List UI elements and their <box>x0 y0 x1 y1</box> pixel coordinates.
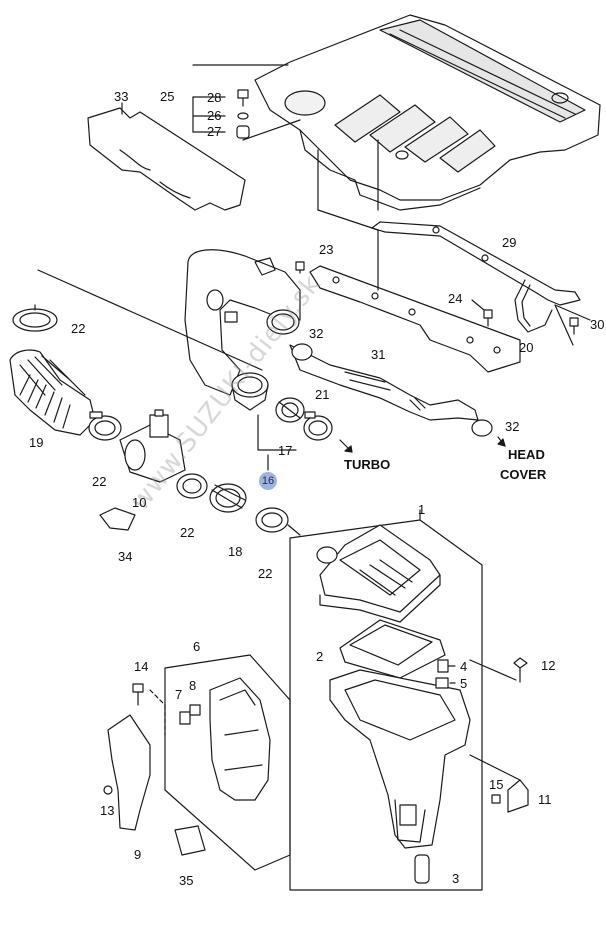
callout-29: 29 <box>502 235 517 250</box>
callout-12: 12 <box>541 658 556 673</box>
callout-21: 21 <box>315 387 330 402</box>
clip-34 <box>99 507 136 531</box>
callout-34: 34 <box>118 549 133 564</box>
callout-13: 13 <box>100 803 115 818</box>
callout-17: 17 <box>278 443 293 458</box>
callout-25: 25 <box>160 89 175 104</box>
callout-32-b: 32 <box>505 419 520 434</box>
callout-20: 20 <box>519 340 534 355</box>
drain-3 <box>414 854 430 884</box>
callout-26: 26 <box>207 108 222 123</box>
callout-24: 24 <box>448 291 463 306</box>
engine-cover <box>254 14 601 211</box>
callout-4: 4 <box>460 659 468 674</box>
callout-31: 31 <box>371 347 386 362</box>
callout-18: 18 <box>228 544 243 559</box>
cover-pad <box>87 107 246 211</box>
callout-15: 15 <box>489 777 504 792</box>
hose-31 <box>289 344 479 421</box>
callout-5: 5 <box>460 676 468 691</box>
callout-10: 10 <box>132 495 147 510</box>
callout-28: 28 <box>207 90 222 105</box>
bracket-9 <box>107 714 151 831</box>
callout-9: 9 <box>134 847 142 862</box>
callout-27: 27 <box>207 124 222 139</box>
intake-duct <box>184 249 301 396</box>
callout-22-c: 22 <box>180 525 195 540</box>
callout-2: 2 <box>316 649 324 664</box>
hose-19 <box>9 349 96 436</box>
callout-33: 33 <box>114 89 129 104</box>
callout-32-a: 32 <box>309 326 324 341</box>
bracket-29 <box>371 221 581 333</box>
resonator <box>209 677 271 801</box>
callout-6: 6 <box>193 639 201 654</box>
bracket-20 <box>309 265 521 373</box>
resonator-frame <box>164 654 291 871</box>
filter-element <box>339 619 446 679</box>
callout-16: 16 <box>259 472 277 490</box>
callout-7: 7 <box>175 687 183 702</box>
turbo-label: TURBO <box>344 457 391 472</box>
callout-35: 35 <box>179 873 194 888</box>
callout-22-a: 22 <box>71 321 86 336</box>
air-cleaner-lid <box>316 524 441 623</box>
head-cover-label-line2: COVER <box>500 467 547 482</box>
cover-fasteners <box>236 89 250 139</box>
callout-11: 11 <box>538 792 552 807</box>
air-cleaner-body <box>329 669 471 849</box>
callout-30: 30 <box>590 317 605 332</box>
callout-19: 19 <box>29 435 44 450</box>
callout-22-d: 22 <box>258 566 273 581</box>
label-35 <box>174 825 206 856</box>
callout-14: 14 <box>134 659 149 674</box>
air-flow-meter <box>119 409 186 483</box>
callout-8: 8 <box>189 678 197 693</box>
head-cover-label-line1: HEAD <box>508 447 545 462</box>
callout-22-b: 22 <box>92 474 107 489</box>
callout-1: 1 <box>418 502 426 517</box>
callout-3: 3 <box>452 871 460 886</box>
callout-23: 23 <box>319 242 334 257</box>
